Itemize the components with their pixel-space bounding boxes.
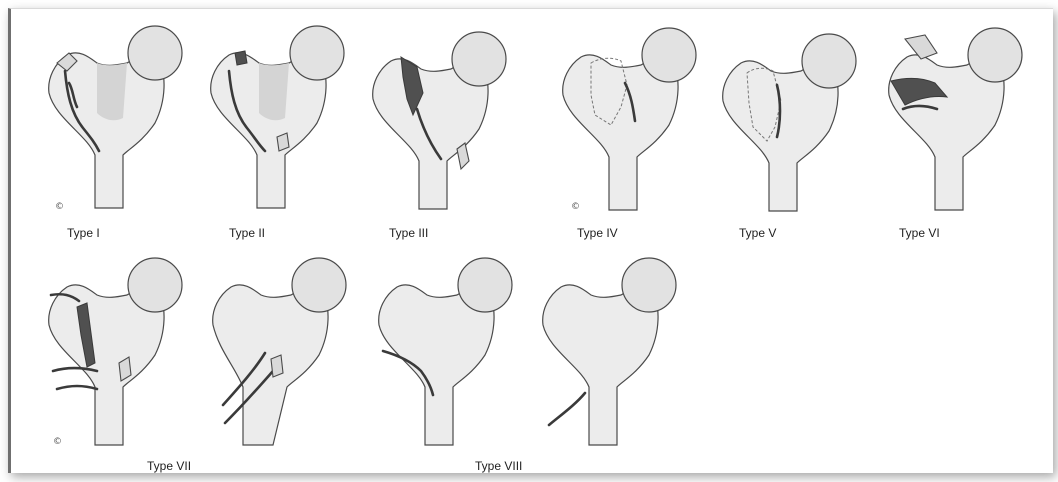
femur-type-2 bbox=[199, 23, 359, 223]
femur-type-4 bbox=[551, 25, 711, 225]
femur-type-5 bbox=[711, 31, 871, 231]
femur-type-1 bbox=[37, 23, 197, 223]
figure-frame: © Type I Type II Type III © bbox=[8, 8, 1053, 473]
copyright-mark: © bbox=[571, 202, 580, 212]
type-8-label: Type VIII bbox=[475, 459, 522, 473]
femur-type-3 bbox=[361, 29, 521, 229]
type-6-label: Type VI bbox=[899, 226, 940, 240]
copyright-mark: © bbox=[53, 437, 62, 447]
type-7-label: Type VII bbox=[147, 459, 191, 473]
type-3-label: Type III bbox=[389, 226, 428, 240]
type-5-label: Type V bbox=[739, 226, 776, 240]
femur-type-8c bbox=[531, 255, 691, 455]
femur-type-8a bbox=[201, 255, 361, 455]
type-2-label: Type II bbox=[229, 226, 265, 240]
femur-type-8b bbox=[367, 255, 527, 455]
type-1-label: Type I bbox=[67, 226, 100, 240]
copyright-mark: © bbox=[55, 202, 64, 212]
type-4-label: Type IV bbox=[577, 226, 618, 240]
femur-type-6 bbox=[877, 25, 1037, 225]
femur-type-7 bbox=[37, 255, 197, 455]
